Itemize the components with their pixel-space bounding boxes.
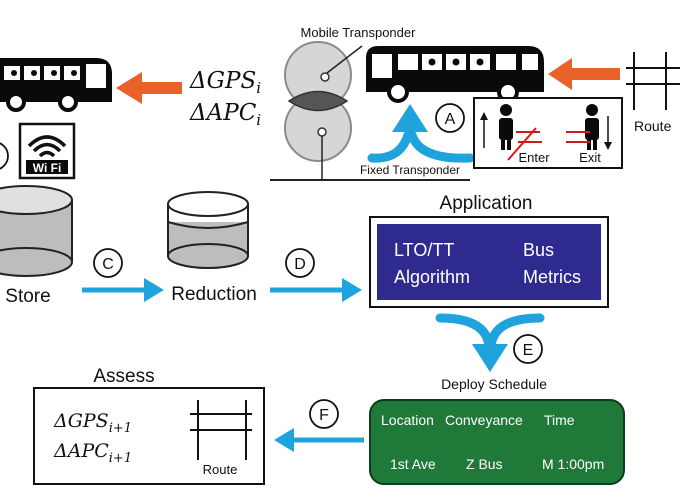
person-icon-exit [585, 104, 599, 150]
schedule-box [369, 399, 625, 485]
route-map-icon [626, 52, 680, 110]
reduction-database-icon [167, 191, 249, 269]
step-e-label: E [523, 342, 534, 359]
arrow-e [435, 313, 545, 372]
orange-arrow-left [116, 72, 182, 104]
application-title: Application [440, 193, 533, 214]
step-d-circle [285, 248, 315, 278]
gps-label-top: ΔGPSi [189, 68, 261, 97]
blue-curved-arrow-a [367, 104, 475, 163]
step-d-label: D [294, 256, 306, 273]
store-database-icon [0, 185, 73, 277]
arrow-d [270, 278, 362, 302]
transponder-diagram [270, 41, 470, 181]
orange-arrow-right [548, 58, 620, 90]
app-lto-label: LTO/TT [394, 240, 454, 260]
schedule-header-time: Time [544, 412, 575, 428]
step-b-circle [0, 142, 9, 170]
route-label-top: Route [634, 118, 672, 134]
schedule-row-location: 1st Ave [390, 456, 436, 472]
route-map-icon-bottom [190, 400, 252, 460]
step-f-label: F [319, 407, 329, 424]
arrow-c [82, 278, 164, 302]
arrow-f [274, 428, 364, 452]
step-c-label: C [102, 256, 114, 273]
mobile-transponder-label: Mobile Transponder [301, 25, 417, 40]
app-metrics-label: Metrics [523, 267, 581, 287]
schedule-header-conveyance: Conveyance [445, 412, 523, 428]
gps-label-bottom: ΔGPSi+1 [53, 410, 132, 436]
wifi-label: Wi Fi [33, 161, 62, 175]
enter-label: Enter [518, 150, 550, 165]
deploy-schedule-label: Deploy Schedule [441, 376, 547, 392]
step-e-circle [513, 334, 543, 364]
assess-box [33, 387, 265, 485]
step-c-circle [93, 248, 123, 278]
wifi-icon: Wi Fi [18, 122, 76, 180]
apc-label-bottom: ΔAPCi+1 [53, 440, 132, 466]
schedule-row-conveyance: Z Bus [466, 456, 503, 472]
schedule-header-location: Location [381, 412, 434, 428]
step-a-circle [435, 103, 465, 133]
bus-icon-middle [366, 46, 544, 103]
assess-title: Assess [93, 366, 154, 387]
person-icon [499, 104, 513, 150]
apc-label-top: ΔAPCi [189, 100, 261, 129]
store-label: Store [5, 286, 50, 307]
exit-label: Exit [579, 150, 601, 165]
fixed-transponder-label: Fixed Transponder [360, 163, 460, 177]
passenger-counter-box [473, 97, 623, 169]
reduction-label: Reduction [171, 284, 257, 305]
app-bus-label: Bus [523, 240, 554, 260]
step-a-label: A [445, 111, 456, 128]
application-box [369, 216, 609, 308]
bus-icon [0, 58, 112, 112]
step-f-circle [309, 399, 339, 429]
route-label-bottom: Route [203, 462, 238, 477]
app-algorithm-label: Algorithm [394, 267, 470, 287]
schedule-row-time: M 1:00pm [542, 456, 604, 472]
